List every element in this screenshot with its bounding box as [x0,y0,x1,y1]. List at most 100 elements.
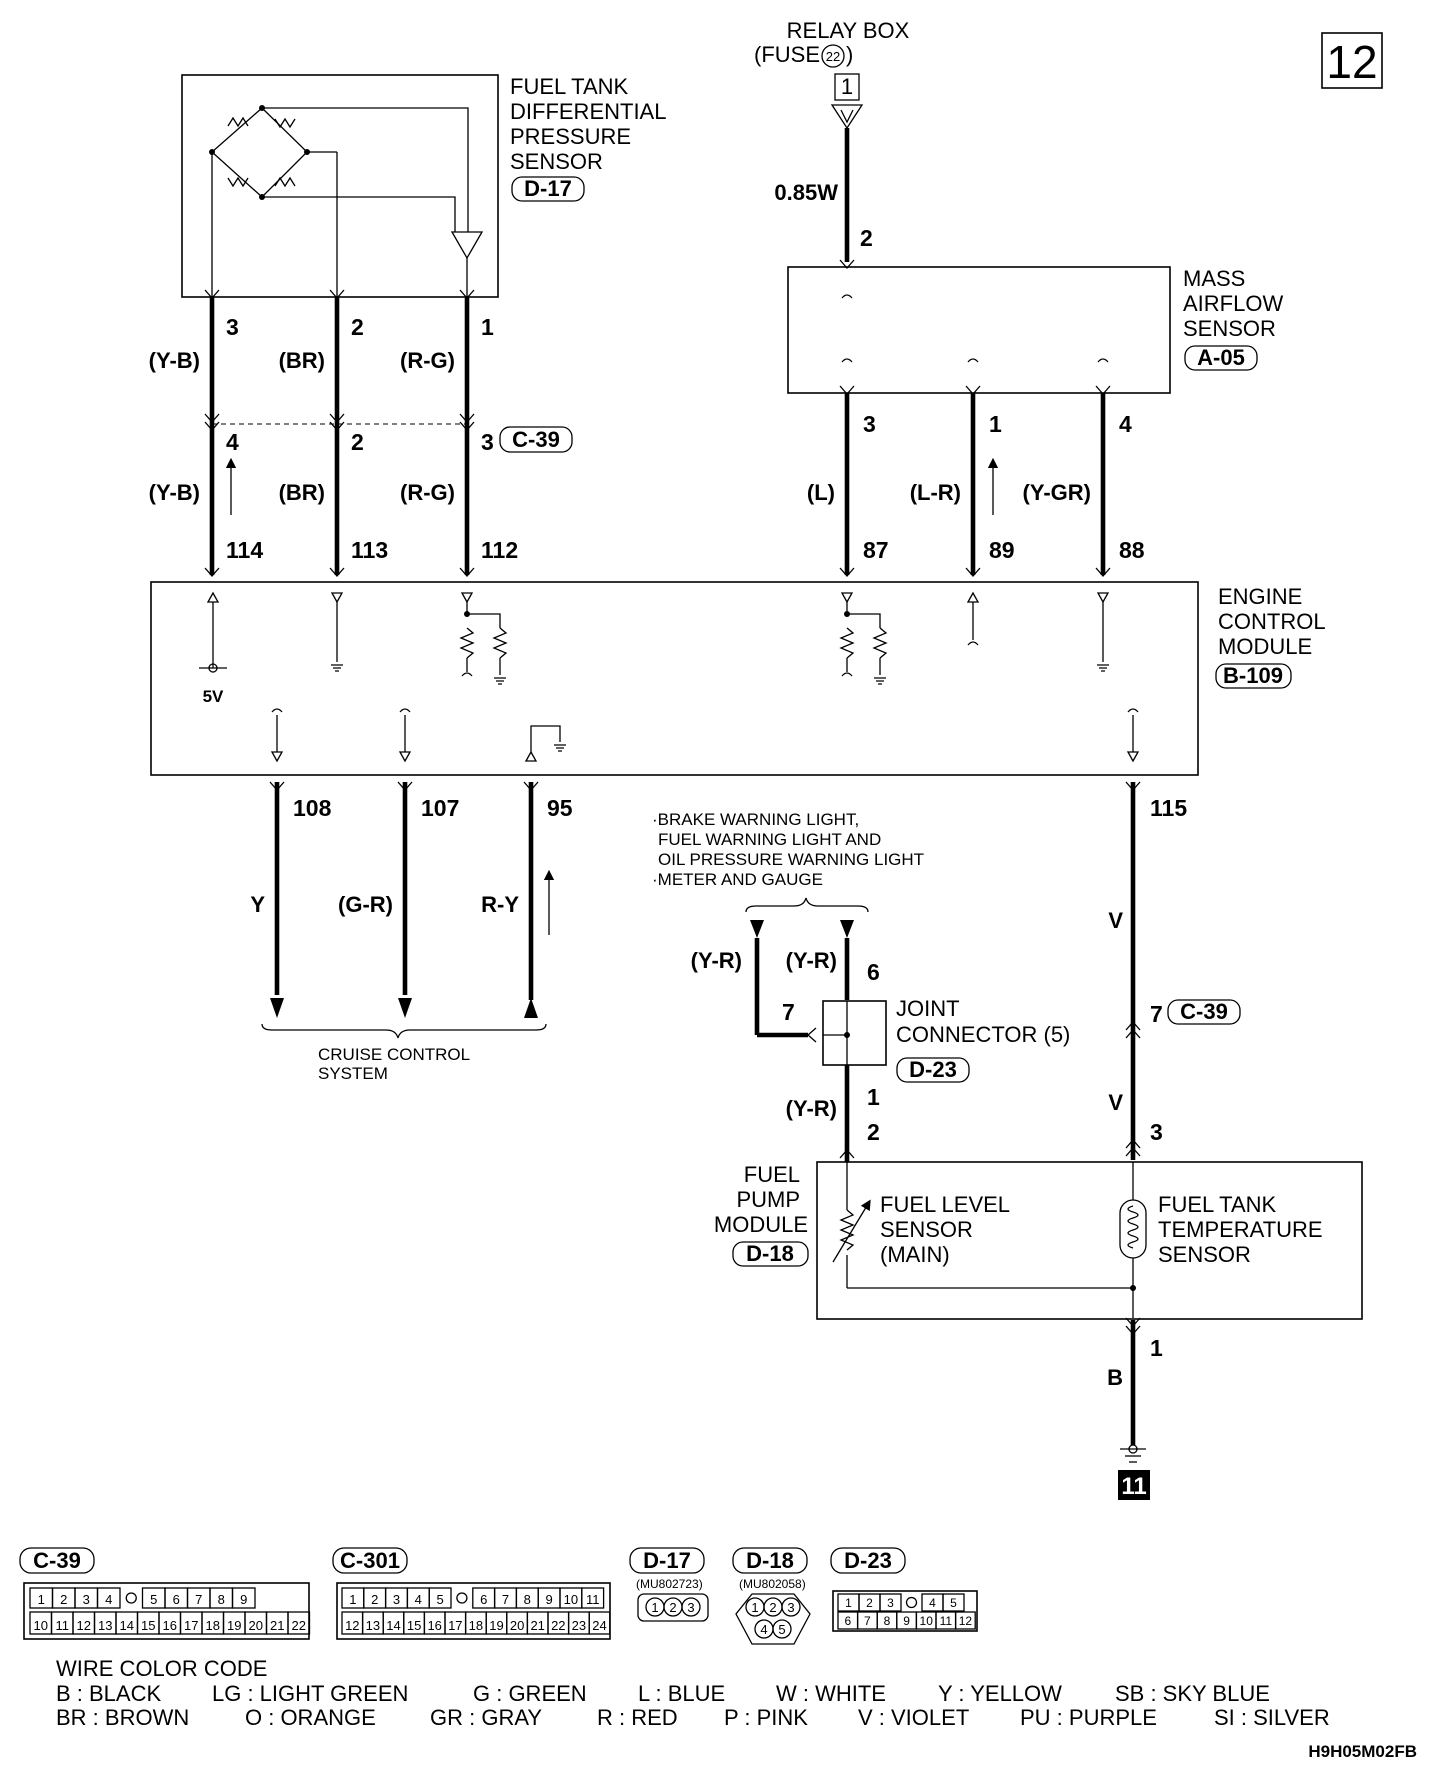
svg-text:L : BLUE: L : BLUE [638,1681,725,1706]
connector-pin: 11 [940,1614,953,1628]
connector-pin: 21 [530,1618,544,1633]
svg-text:112: 112 [481,537,518,563]
connector-pin: 21 [270,1618,284,1633]
svg-text:7: 7 [1150,1001,1163,1027]
connector-pin: 4 [415,1592,422,1607]
connector-pin: 3 [687,1600,694,1615]
connector-pin: 9 [545,1592,552,1607]
svg-text:(R-G): (R-G) [400,480,455,505]
svg-text:D-17: D-17 [524,176,572,201]
svg-text:AIRFLOW: AIRFLOW [1183,291,1283,316]
svg-text:·METER AND GAUGE: ·METER AND GAUGE [652,870,823,889]
svg-text:): ) [846,42,853,67]
connector-key [125,1592,137,1604]
svg-text:113: 113 [351,537,388,563]
svg-text:WIRE COLOR CODE: WIRE COLOR CODE [56,1656,267,1681]
connector-pin: 10 [920,1614,934,1628]
connector-pin: 6 [480,1592,487,1607]
svg-text:SENSOR: SENSOR [1158,1242,1251,1267]
connector-pin: 10 [34,1618,48,1633]
svg-text:ENGINE: ENGINE [1218,584,1302,609]
svg-text:4: 4 [1119,411,1132,437]
svg-text:O : ORANGE: O : ORANGE [245,1705,376,1730]
svg-text:2: 2 [351,429,364,455]
connector-pin: 6 [844,1614,851,1628]
svg-text:D-18: D-18 [746,1241,794,1266]
svg-text:CRUISE CONTROL: CRUISE CONTROL [318,1045,470,1064]
svg-text:V : VIOLET: V : VIOLET [858,1705,969,1730]
svg-text:C-39: C-39 [512,427,560,452]
connector-key [456,1592,468,1604]
connector-pin: 9 [903,1614,910,1628]
meter-note: ·BRAKE WARNING LIGHT, FUEL WARNING LIGHT… [652,810,924,938]
page-number: 12 [1321,32,1383,89]
connector-key [905,1596,918,1609]
cruise-wires: 108 107 95 Y (G-R) R-Y CRUISE CONTROL SY… [250,781,573,1083]
connector-pin: 3 [83,1592,90,1607]
v-wire: 115 V 7 C-39 V 3 [1108,781,1241,1160]
connector-pin: 8 [884,1614,891,1628]
connector-pin: 8 [218,1592,225,1607]
svg-text:95: 95 [547,795,573,821]
connector-pin: 11 [586,1592,600,1607]
svg-text:87: 87 [863,537,889,563]
svg-text:C-301: C-301 [340,1548,400,1573]
svg-text:(Y-GR): (Y-GR) [1023,480,1091,505]
svg-text:3: 3 [1150,1119,1163,1145]
svg-text:114: 114 [226,537,263,563]
connector-pin: 3 [887,1596,894,1610]
engine-control-module: 5V ENGINE CONTROL [150,581,1326,776]
maf-wires: 3 1 4 (L) (L-R) (Y-GR) 87 89 88 [807,385,1145,577]
mass-airflow-sensor: MASS AIRFLOW SENSOR A-05 [787,259,1283,394]
svg-text:LG : LIGHT GREEN: LG : LIGHT GREEN [212,1681,408,1706]
connector-pin: 17 [184,1618,198,1633]
svg-text:108: 108 [293,795,332,821]
svg-text:FUEL: FUEL [744,1162,800,1187]
connector-pin: 24 [592,1618,606,1633]
svg-text:OIL PRESSURE WARNING LIGHT: OIL PRESSURE WARNING LIGHT [658,850,924,869]
connector-pin: 17 [448,1618,462,1633]
svg-text:3: 3 [481,429,494,455]
svg-text:1: 1 [841,74,853,99]
svg-text:(FUSE: (FUSE [754,42,820,67]
svg-text:(Y-B): (Y-B) [149,480,200,505]
svg-text:D-17: D-17 [643,1548,691,1573]
sensor-wires: 3 2 1 (Y-B) (BR) (R-G) 4 2 3 C-39 (Y-B) … [149,289,573,577]
svg-text:G : GREEN: G : GREEN [473,1681,587,1706]
svg-text:(BR): (BR) [279,348,325,373]
connector-pin: 2 [866,1596,873,1610]
svg-text:CONNECTOR (5): CONNECTOR (5) [896,1022,1070,1047]
svg-text:(MAIN): (MAIN) [880,1242,950,1267]
svg-text:R : RED: R : RED [597,1705,678,1730]
svg-text:C-39: C-39 [33,1548,81,1573]
svg-text:B: B [1107,1365,1123,1390]
connector-pin: 19 [489,1618,503,1633]
connector-pin: 13 [366,1618,380,1633]
svg-text:FUEL LEVEL: FUEL LEVEL [880,1192,1010,1217]
relay-box: RELAY BOX (FUSE 22 ) 1 [754,18,910,130]
svg-text:89: 89 [989,537,1015,563]
svg-text:4: 4 [226,429,239,455]
svg-text:6: 6 [867,959,880,985]
svg-text:A-05: A-05 [1197,345,1245,370]
svg-text:(R-G): (R-G) [400,348,455,373]
connector-pin: 4 [760,1622,767,1637]
svg-text:FUEL WARNING LIGHT AND: FUEL WARNING LIGHT AND [658,830,881,849]
svg-text:RELAY BOX: RELAY BOX [787,18,910,43]
svg-text:C-39: C-39 [1180,999,1228,1024]
svg-text:V: V [1108,908,1123,933]
svg-text:1: 1 [867,1084,880,1110]
svg-text:(Y-B): (Y-B) [149,348,200,373]
connector-pin: 14 [120,1618,134,1633]
svg-text:115: 115 [1150,795,1187,821]
svg-text:(G-R): (G-R) [338,892,393,917]
svg-text:(MU802058): (MU802058) [739,1577,806,1591]
connector-pin: 10 [564,1592,578,1607]
connector-pin: 22 [551,1618,565,1633]
connector-pin: 1 [751,1600,758,1615]
svg-text:Y : YELLOW: Y : YELLOW [938,1681,1062,1706]
svg-text:P : PINK: P : PINK [724,1705,808,1730]
svg-text:PU : PURPLE: PU : PURPLE [1020,1705,1157,1730]
connector-pin: 20 [510,1618,524,1633]
